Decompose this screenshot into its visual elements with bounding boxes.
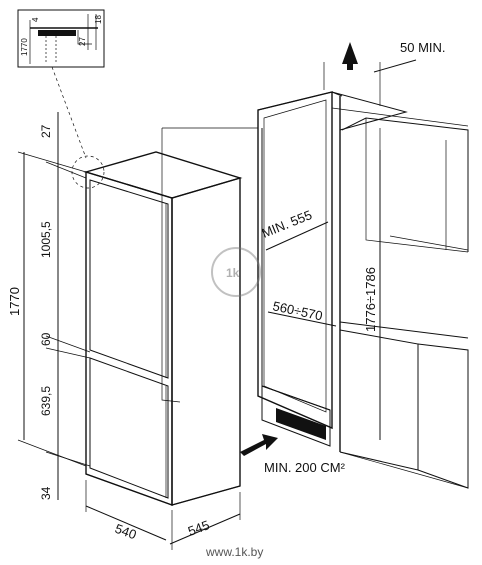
inset-leader (51, 66, 87, 159)
dim-upper-door: 1005,5 (39, 221, 53, 258)
dim-depth: 545 (186, 517, 212, 539)
watermark: 1k (211, 247, 261, 297)
dim-total-height: 1770 (7, 287, 22, 316)
fridge-unit (83, 151, 243, 506)
dim-top-clearance: 50 MIN. (400, 40, 446, 55)
inset-fridge-top (38, 30, 76, 36)
dim-ventilation: MIN. 200 CM² (264, 460, 346, 475)
watermark-logo-icon (211, 247, 261, 297)
ventilation-callout: MIN. 200 CM² (240, 434, 346, 475)
dim-niche-depth: MIN. 555 (260, 207, 315, 241)
niche-inner-dims: MIN. 555 560÷570 (260, 207, 337, 327)
detail-circle (71, 155, 105, 189)
fridge-base-dims: 540 545 (85, 480, 241, 550)
watermark-logo-text: 1k (226, 266, 240, 280)
inset-dim-18: 18 (94, 15, 103, 24)
air-in-arrow-icon (240, 434, 278, 456)
dim-width: 540 (113, 521, 139, 543)
inset-dim-1770: 1770 (20, 38, 29, 56)
dim-niche-height: 1776÷1786 (363, 267, 378, 332)
inset-dim-27: 27 (78, 37, 87, 46)
dim-middle-gap: 60 (39, 332, 53, 346)
dim-bottom-gap: 34 (39, 486, 53, 500)
dim-lower-door: 639,5 (39, 386, 53, 416)
watermark-site: www.1k.by (205, 545, 263, 559)
fridge-height-dims: 1770 27 1005,5 60 639,5 34 (7, 112, 91, 500)
dim-top-gap: 27 (39, 124, 53, 138)
cabinet-niche (161, 91, 469, 489)
air-up-arrow-icon (342, 42, 358, 70)
inset-dim-4: 4 (31, 17, 40, 22)
dim-niche-width: 560÷570 (271, 298, 324, 323)
niche-height-dim: 1776÷1786 (363, 150, 381, 440)
inset-frame (17, 9, 105, 68)
top-clearance: 50 MIN. (323, 40, 446, 106)
ventilation-grille (276, 408, 326, 440)
inset-detail: 4 18 27 1770 (17, 9, 105, 68)
